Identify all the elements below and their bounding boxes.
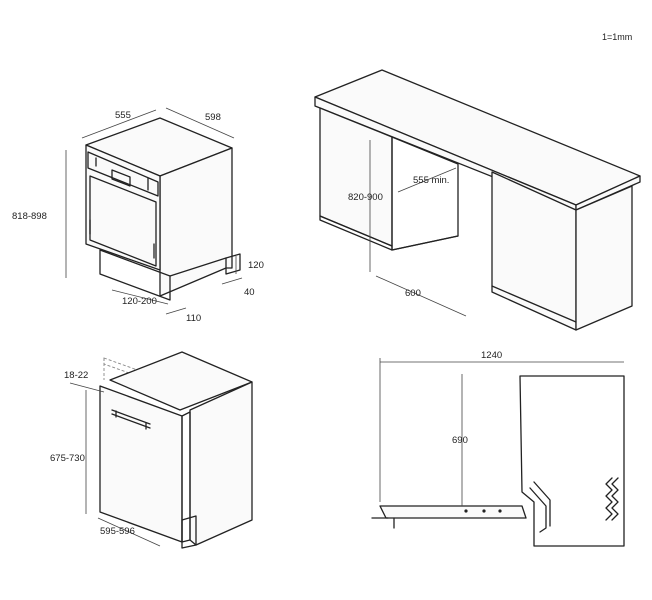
rack-rail-right — [605, 477, 613, 521]
open-door — [379, 505, 527, 519]
worktop-side — [575, 175, 641, 211]
plinth-block — [181, 515, 197, 549]
door-handle-bottom — [111, 413, 151, 429]
inner-rack-left-2 — [533, 481, 551, 527]
cabinet-outline — [519, 375, 625, 547]
dim-adjust: 120-200 — [122, 296, 157, 307]
dim-width: 555 — [115, 110, 131, 121]
dim-plinth-height: 120 — [248, 260, 264, 271]
dim-panel-width-line — [97, 517, 161, 547]
dim-plinth-depth: 40 — [244, 287, 255, 298]
dim-panel-height: 675-730 — [50, 453, 85, 464]
display-window — [111, 169, 131, 187]
door-pin-1 — [464, 509, 468, 513]
appliance-front — [85, 144, 161, 271]
niche-floor — [391, 235, 459, 251]
dim-depth-line — [165, 107, 235, 139]
dim-plinth-depth-line — [221, 277, 243, 285]
plinth-foot — [225, 253, 241, 275]
view-semi-integrated: 555 598 818-898 120 40 120-200 110 — [12, 107, 264, 324]
door-handle — [111, 409, 151, 425]
dim-door-swing: 1240 — [481, 350, 502, 361]
dim-niche-depth: 600 — [405, 288, 421, 299]
decor-panel — [99, 385, 183, 543]
plinth — [99, 249, 171, 301]
dim-height: 818-898 — [12, 211, 47, 222]
plinth-top — [169, 257, 227, 277]
appliance-side — [159, 147, 233, 297]
view-integrated-panel: 18-22 675-730 595-596 — [50, 351, 253, 549]
door-panel — [89, 175, 157, 267]
dim-panel-thickness: 18-22 — [64, 370, 88, 381]
dim-niche-height: 820-900 — [348, 192, 383, 203]
dim-niche-width-line — [397, 167, 457, 193]
dim-width-line — [81, 109, 157, 139]
control-panel — [87, 151, 159, 197]
view-niche: 820-900 555 min. 600 — [314, 69, 641, 331]
rack-rail-right-2 — [611, 477, 619, 521]
dim-depth: 598 — [205, 112, 221, 123]
panel-edge — [181, 411, 191, 543]
dim-panel-width: 595-596 — [100, 526, 135, 537]
inner-rack-left — [529, 487, 547, 533]
dim-adjust-line — [111, 289, 169, 305]
door-pin-3 — [498, 509, 502, 513]
dim-panel-thickness-line — [69, 382, 105, 393]
dim-niche-depth-line — [375, 275, 467, 317]
appliance-side — [189, 381, 253, 546]
right-cabinet-side — [575, 185, 633, 331]
view-side-section: 1240 690 — [371, 350, 625, 547]
right-cabinet-plinth — [491, 285, 577, 323]
dim-foot-line — [165, 307, 187, 315]
scale-note: 1=1mm — [602, 32, 632, 42]
door-pin-2 — [482, 509, 486, 513]
dim-niche-width: 555 min. — [413, 175, 449, 186]
dim-door-height: 690 — [452, 435, 468, 446]
dim-foot: 110 — [186, 313, 201, 324]
